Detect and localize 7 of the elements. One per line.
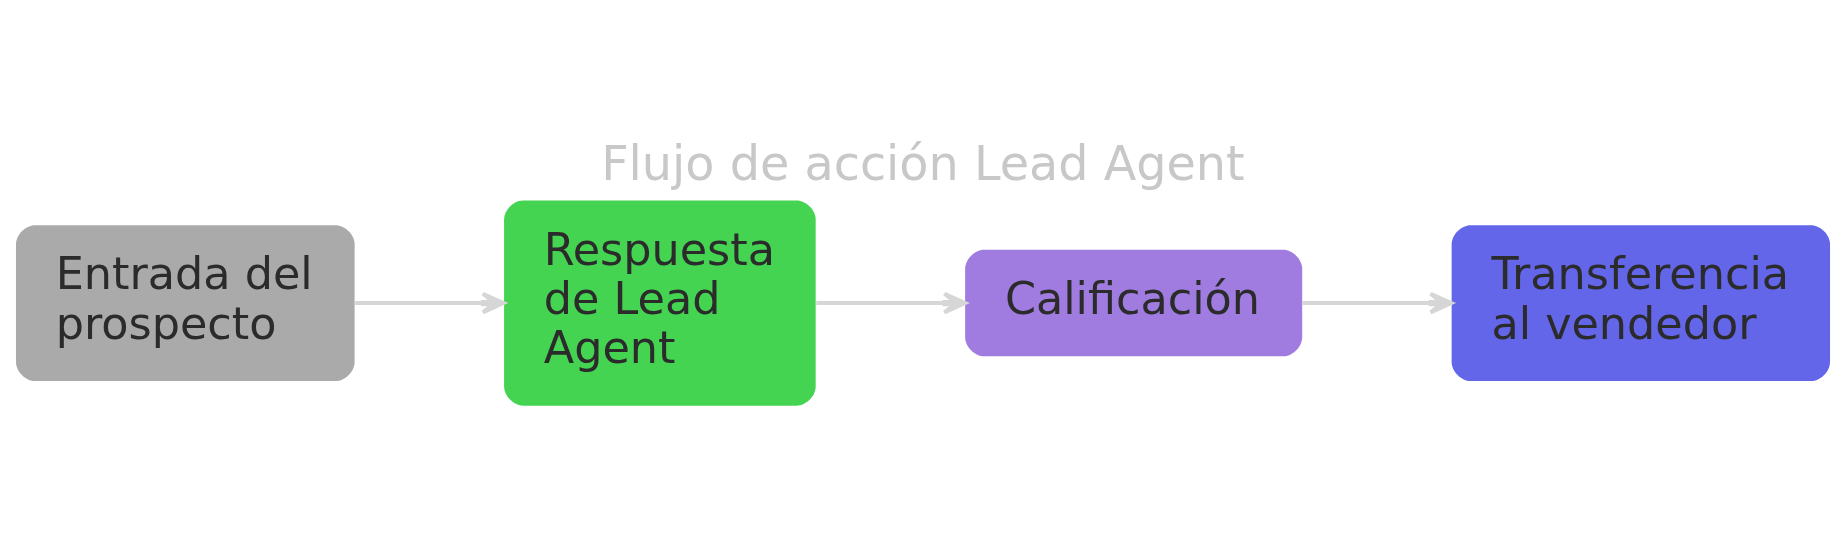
arrow [1302, 291, 1454, 314]
node-box: Respuesta de Lead Agent [504, 200, 816, 406]
node-box: Calificación [965, 249, 1303, 356]
arrow [355, 291, 506, 314]
node-box: Entrada del prospecto [15, 224, 355, 381]
node-box: Transferencia al vendedor [1451, 224, 1831, 381]
arrow [816, 291, 968, 314]
